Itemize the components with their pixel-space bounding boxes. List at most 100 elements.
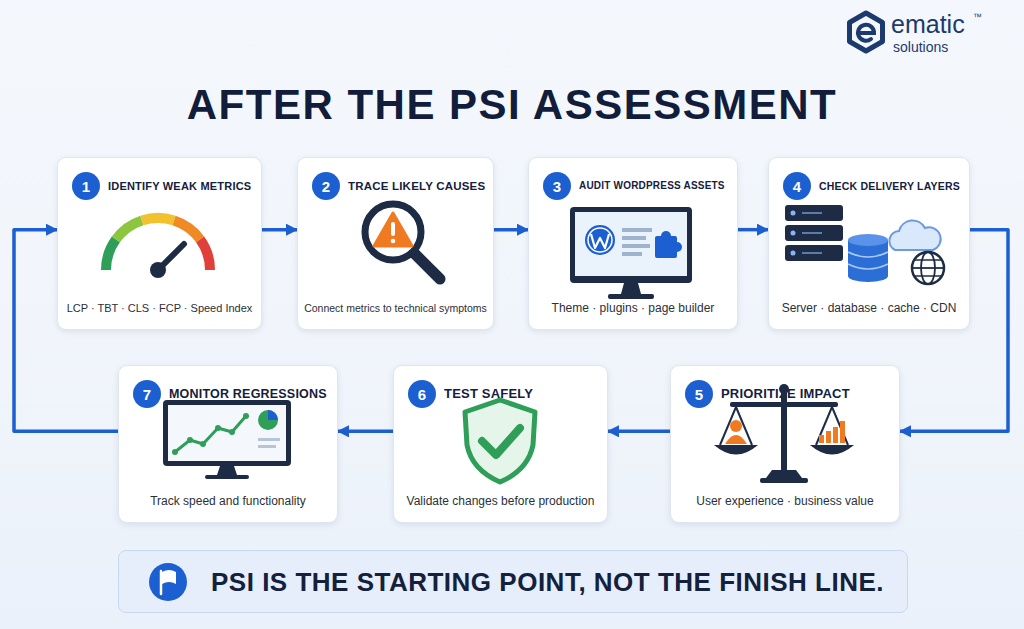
- scale-icon: [819, 435, 824, 443]
- wordpress-monitor-icon: [672, 242, 682, 252]
- flag-icon: [149, 563, 187, 601]
- delivery-icon: [848, 252, 888, 257]
- gauge-icon: [158, 244, 184, 270]
- logo-text: solutions: [893, 40, 948, 54]
- takeaway-text: PSI IS THE STARTING POINT, NOT THE FINIS…: [211, 551, 895, 613]
- chart-monitor-icon: [217, 466, 237, 475]
- delivery-icon: [791, 211, 796, 216]
- chart-monitor-icon: [229, 429, 235, 435]
- flow-arrow: [608, 430, 670, 434]
- delivery-icon: [791, 231, 796, 236]
- delivery-icon: [802, 212, 822, 214]
- scale-icon: [840, 421, 845, 443]
- chart-monitor-icon: [200, 441, 206, 447]
- flag-icon: [149, 563, 187, 601]
- wordpress-monitor-icon: [622, 228, 652, 232]
- logo-mark: [850, 13, 883, 51]
- step-number: 4: [793, 179, 801, 194]
- chart-monitor-icon: [215, 425, 221, 431]
- chart-monitor-icon: [268, 410, 278, 420]
- delivery-icon: [912, 252, 944, 284]
- delivery-icon: [785, 225, 843, 241]
- delivery-icon: [912, 267, 944, 269]
- scale-icon: [779, 384, 789, 394]
- shield-icon: [482, 428, 520, 455]
- delivery-icon: [785, 245, 843, 261]
- flow-arrow: [338, 430, 393, 434]
- logo-text: ™: [973, 13, 982, 22]
- step-card: TRACE LIKELY CAUSESConnect metrics to te…: [297, 157, 494, 330]
- scale-icon: [730, 420, 742, 432]
- step-number-circle: 1: [72, 172, 100, 200]
- logo-mark: [858, 25, 874, 41]
- step-heading: AUDIT WORDPRESS ASSETS: [579, 178, 729, 194]
- delivery-icon: [791, 251, 796, 256]
- wordpress-monitor-icon: [621, 283, 641, 294]
- step-description: LCP · TBT · CLS · FCP · Speed Index: [64, 301, 255, 316]
- scale-icon: [736, 407, 752, 445]
- delivery-icon: [848, 270, 888, 282]
- chart-monitor-icon: [187, 437, 193, 443]
- step-number-circle: 3: [543, 172, 571, 200]
- shield-icon: [465, 400, 535, 482]
- gauge-icon: [150, 262, 166, 278]
- scale-icon: [730, 402, 838, 407]
- magnifier-icon: [391, 222, 395, 236]
- step-number: 7: [143, 387, 151, 402]
- scale-icon: [816, 407, 832, 445]
- step-heading: TEST SAFELY: [444, 386, 599, 402]
- step-card: TEST SAFELY Validate changes before produ…: [393, 365, 608, 523]
- delivery-icon: [915, 259, 941, 261]
- logo-text: ematic: [891, 12, 965, 37]
- logo-mark: [850, 13, 883, 51]
- scale-icon: [781, 392, 787, 472]
- gauge-icon: [174, 221, 200, 240]
- step-description: Validate changes before production: [400, 494, 601, 509]
- chart-monitor-icon: [163, 400, 291, 479]
- gauge-icon: [200, 239, 210, 270]
- wordpress-monitor-icon: [661, 231, 671, 241]
- scale-icon: [725, 435, 747, 444]
- chart-monitor-icon: [258, 438, 280, 441]
- step-card: MONITOR REGRESSIONSTrack speed and funct…: [118, 365, 338, 523]
- delivery-icon: [848, 264, 888, 269]
- delivery-icon: [915, 275, 941, 277]
- step-number: 2: [322, 179, 330, 194]
- step-card: IDENTIFY WEAK METRICS LCP · TBT · CLS · F…: [57, 157, 262, 330]
- step-heading: IDENTIFY WEAK METRICS: [108, 178, 253, 194]
- step-number: 5: [695, 387, 703, 402]
- delivery-icon: [802, 232, 822, 234]
- step-number-circle: 2: [312, 172, 340, 200]
- wordpress-monitor-icon: [622, 236, 646, 240]
- shield-icon: [465, 400, 535, 482]
- chart-monitor-icon: [175, 416, 246, 452]
- step-number-circle: 4: [783, 172, 811, 200]
- step-card: CHECK DELIVERY LAYERSServer · database ·…: [768, 157, 970, 330]
- wordpress-monitor-icon: [588, 228, 612, 252]
- flow-arrow: [262, 228, 297, 232]
- step-number: 3: [553, 179, 561, 194]
- delivery-icon: [848, 234, 888, 246]
- delivery-icon: [785, 205, 944, 284]
- magnifier-icon: [374, 213, 412, 246]
- chart-monitor-icon: [258, 445, 276, 448]
- step-heading: MONITOR REGRESSIONS: [169, 386, 329, 402]
- step-number-circle: 5: [685, 380, 713, 408]
- flag-icon: [160, 571, 163, 594]
- scale-icon: [832, 407, 848, 445]
- scale-icon: [826, 431, 831, 443]
- step-description: Connect metrics to technical symptoms: [304, 301, 487, 316]
- delivery-icon: [848, 240, 888, 276]
- wordpress-monitor-icon: [608, 294, 654, 299]
- step-card: PRIORITIZE IMPACTUser experience · busin…: [670, 365, 900, 523]
- wordpress-monitor-icon: [622, 252, 642, 256]
- wordpress-monitor-icon: [655, 236, 677, 258]
- step-description: Server · database · cache · CDN: [775, 301, 963, 316]
- scale-icon: [720, 407, 736, 445]
- chart-monitor-icon: [163, 400, 291, 466]
- gauge-icon: [142, 218, 174, 221]
- scale-icon: [766, 470, 802, 478]
- flow-arrow: [738, 228, 768, 232]
- delivery-icon: [802, 252, 822, 254]
